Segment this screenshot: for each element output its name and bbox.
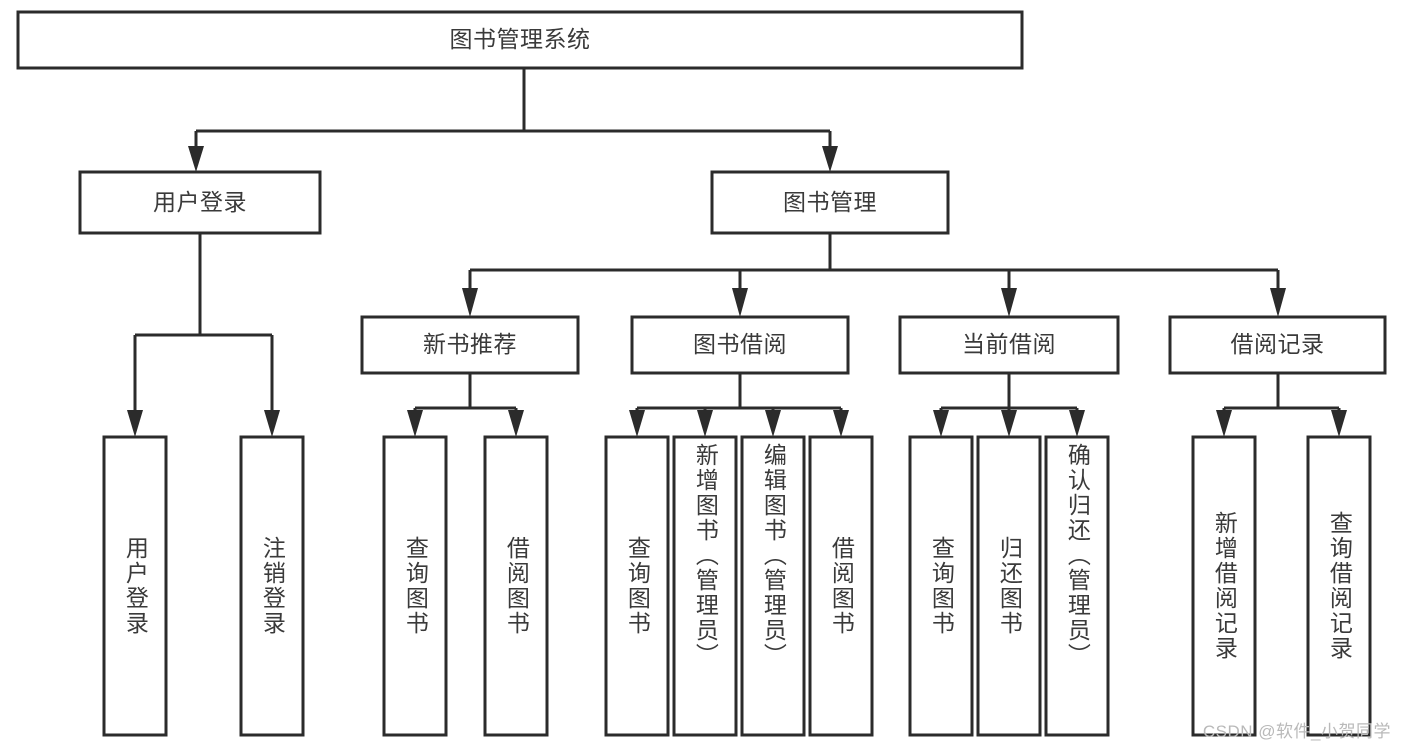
arrow-current-borrow [1001, 288, 1017, 317]
arrow-leaf-logout [264, 410, 280, 437]
node-leaf-query-book-2-box [604, 435, 670, 737]
arrow-user-login [188, 146, 204, 172]
arrow-leaf-query-book-3 [933, 410, 949, 437]
node-leaf-confirm-return-box [1044, 435, 1110, 737]
arrow-leaf-edit-book [765, 410, 781, 437]
arrow-new-book-rec [462, 288, 478, 317]
node-new-book-rec-box [360, 315, 580, 375]
node-book-manage-box [710, 170, 950, 235]
arrow-leaf-query-record [1331, 410, 1347, 437]
arrow-leaf-add-record [1216, 410, 1232, 437]
node-book-borrow-box [630, 315, 850, 375]
node-leaf-query-record-box [1306, 435, 1372, 737]
arrow-leaf-borrow-book-1 [508, 410, 524, 437]
node-leaf-return-book-box [976, 435, 1042, 737]
arrow-leaf-user-login [127, 410, 143, 437]
node-leaf-query-book-3-box [908, 435, 974, 737]
arrow-leaf-query-book-2 [629, 410, 645, 437]
node-root-box [16, 10, 1024, 70]
node-leaf-edit-book-box [740, 435, 806, 737]
node-user-login-box [78, 170, 322, 235]
node-leaf-add-record-box [1191, 435, 1257, 737]
arrow-leaf-add-book [697, 410, 713, 437]
arrow-book-manage [822, 146, 838, 172]
arrow-leaf-query-book-1 [407, 410, 423, 437]
arrow-leaf-borrow-book-2 [833, 410, 849, 437]
node-leaf-borrow-book-2-box [808, 435, 874, 737]
csdn-watermark: CSDN @软件_小贺同学 [1202, 722, 1391, 741]
arrow-borrow-record [1270, 288, 1286, 317]
arrow-leaf-return-book [1001, 410, 1017, 437]
arrow-book-borrow [732, 288, 748, 317]
arrow-leaf-confirm-return [1069, 410, 1085, 437]
node-leaf-add-book-box [672, 435, 738, 737]
node-leaf-query-book-1-box [382, 435, 448, 737]
node-leaf-user-login-box [102, 435, 168, 737]
node-current-borrow-box [898, 315, 1120, 375]
node-leaf-logout-box [239, 435, 305, 737]
node-leaf-borrow-book-1-box [483, 435, 549, 737]
node-borrow-record-box [1168, 315, 1387, 375]
